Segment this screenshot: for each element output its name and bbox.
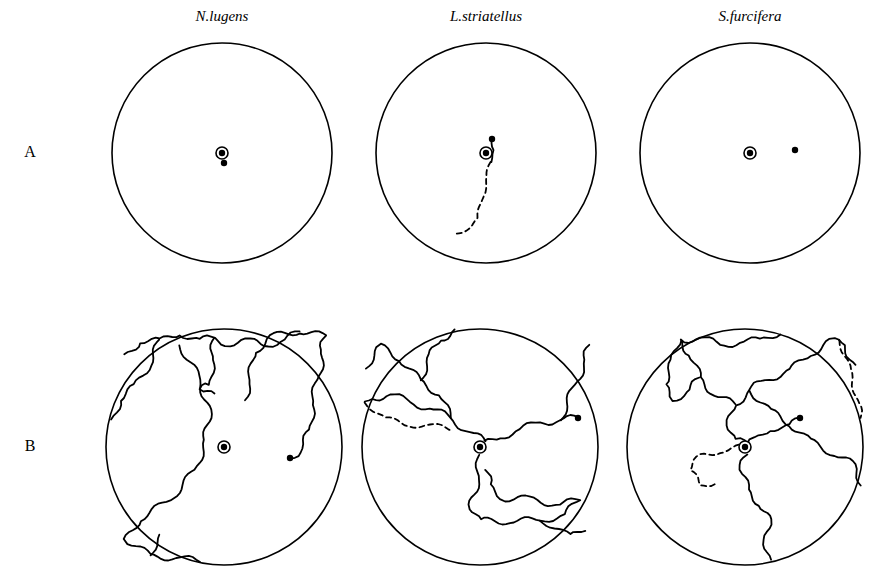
movement-track xyxy=(666,341,699,401)
movement-track xyxy=(740,455,772,560)
movement-track xyxy=(421,329,455,380)
row-label: A xyxy=(24,143,36,161)
movement-track xyxy=(366,344,451,418)
movement-track xyxy=(749,391,860,486)
movement-track xyxy=(111,340,159,420)
movement-track xyxy=(455,162,491,234)
arena-circle xyxy=(627,329,863,565)
release-point xyxy=(219,150,225,156)
release-point xyxy=(739,441,751,453)
movement-track xyxy=(747,418,799,445)
movement-track xyxy=(691,444,748,486)
movement-track xyxy=(681,335,781,405)
movement-track xyxy=(839,340,862,418)
column-heading: L.striatellus xyxy=(450,8,522,25)
insect-position xyxy=(287,455,293,461)
insect-position xyxy=(575,415,581,421)
arena-circle xyxy=(362,329,598,565)
movement-track xyxy=(291,336,326,459)
movement-track xyxy=(151,535,160,556)
row-label: B xyxy=(25,437,36,455)
release-point xyxy=(480,147,492,159)
column-heading: N.lugens xyxy=(196,8,249,25)
release-point xyxy=(218,441,230,453)
column-heading: S.furcifera xyxy=(718,8,781,25)
movement-track xyxy=(540,521,586,534)
movement-track xyxy=(365,403,452,431)
insect-position xyxy=(489,136,495,142)
release-point xyxy=(221,444,227,450)
insect-position xyxy=(797,415,803,421)
release-point xyxy=(747,150,753,156)
movement-track xyxy=(365,394,486,441)
arena-circle xyxy=(112,43,332,263)
insect-position xyxy=(792,147,798,153)
release-point xyxy=(744,147,756,159)
movement-track xyxy=(200,338,215,394)
release-point xyxy=(474,441,486,453)
movement-track xyxy=(124,345,212,562)
release-point xyxy=(483,150,489,156)
movement-track xyxy=(561,345,590,421)
movement-track xyxy=(485,415,578,441)
arena-circle xyxy=(106,329,342,565)
movement-track xyxy=(469,455,581,525)
release-point xyxy=(477,444,483,450)
arena-circle xyxy=(640,43,860,263)
release-point xyxy=(742,444,748,450)
insect-position xyxy=(221,160,227,166)
release-point xyxy=(216,147,228,159)
arena-circle xyxy=(376,43,596,263)
